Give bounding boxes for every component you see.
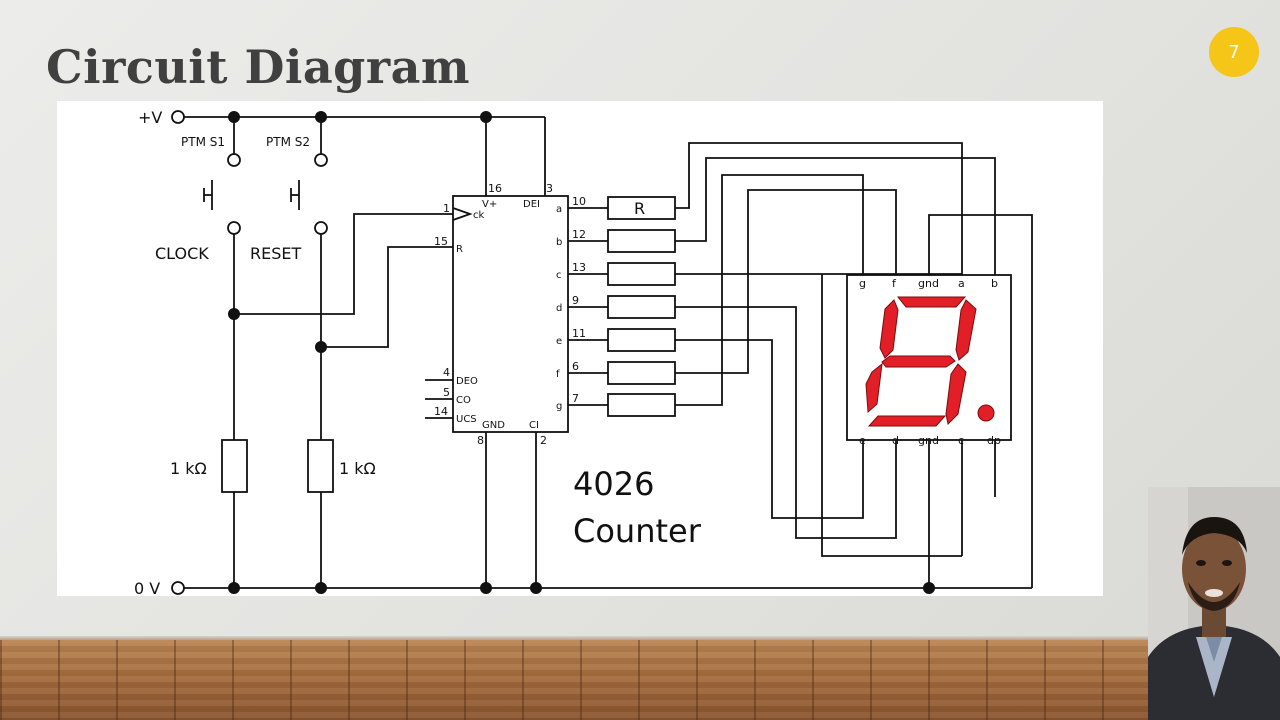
display-pin-d: d	[892, 434, 899, 447]
display-pin-dp: dp	[987, 434, 1001, 447]
pin-5: 5	[443, 386, 450, 399]
pin-name-g: g	[556, 401, 562, 412]
switch2-label: PTM S2	[266, 135, 310, 149]
reset-label: RESET	[250, 244, 301, 263]
display-pin-g: g	[859, 277, 866, 290]
pin-name-e: e	[556, 336, 562, 347]
pin-13: 13	[572, 261, 586, 274]
ground-label: 0 V	[134, 579, 160, 598]
pin-8: 8	[477, 434, 484, 447]
clock-label: CLOCK	[155, 244, 209, 263]
pin-12: 12	[572, 228, 586, 241]
series-resistor-label: R	[634, 199, 645, 218]
pin-name-a: a	[556, 204, 562, 215]
ic-caption-number: 4026	[573, 465, 654, 503]
pin-name-ck: ck	[473, 210, 484, 221]
resistor-2	[307, 439, 334, 493]
wooden-floor	[0, 640, 1280, 720]
pin-name-ucs: UCS	[456, 414, 477, 425]
decimal-point	[977, 404, 995, 422]
pin-name-dei: DEI	[523, 199, 540, 210]
presenter-webcam	[1148, 487, 1280, 720]
floor-edge	[0, 636, 1280, 642]
digit-segments	[865, 296, 995, 427]
pin-name-vplus: V+	[482, 199, 497, 210]
pin-14: 14	[434, 405, 448, 418]
resistor1-label: 1 kΩ	[170, 459, 207, 478]
pin-name-deo: DEO	[456, 376, 478, 387]
display-pin-f: f	[892, 277, 897, 290]
pin-name-ci: CI	[529, 420, 539, 431]
pin-2: 2	[540, 434, 547, 447]
pin-16: 16	[488, 182, 502, 195]
pin-7: 7	[572, 392, 579, 405]
pin-name-c: c	[556, 270, 562, 281]
page-number-badge: 7	[1209, 27, 1259, 77]
pin-9: 9	[572, 294, 579, 307]
ic-caption-name: Counter	[573, 512, 702, 550]
display-pin-gnd-top: gnd	[918, 277, 939, 290]
pin-3: 3	[546, 182, 553, 195]
resistor2-label: 1 kΩ	[339, 459, 376, 478]
pin-name-f: f	[556, 369, 560, 380]
display-pin-e: e	[859, 434, 866, 447]
pin-name-r: R	[456, 244, 463, 255]
pin-name-co: CO	[456, 395, 471, 406]
ic-4026	[452, 195, 569, 433]
presenter-avatar	[1148, 487, 1280, 720]
resistor-1	[221, 439, 248, 493]
switch1-label: PTM S1	[181, 135, 225, 149]
display-pin-a: a	[958, 277, 965, 290]
display-pin-c: c	[958, 434, 964, 447]
pin-10: 10	[572, 195, 586, 208]
pin-1: 1	[443, 202, 450, 215]
pin-15: 15	[434, 235, 448, 248]
pin-name-b: b	[556, 237, 562, 248]
supply-label: +V	[138, 108, 162, 127]
slide-title: Circuit Diagram	[46, 40, 471, 94]
pin-name-gnd: GND	[482, 420, 505, 431]
pin-6: 6	[572, 360, 579, 373]
pin-4: 4	[443, 366, 450, 379]
pin-name-d: d	[556, 303, 562, 314]
display-pin-b: b	[991, 277, 998, 290]
display-pin-gnd-bottom: gnd	[918, 434, 939, 447]
pin-11: 11	[572, 327, 586, 340]
